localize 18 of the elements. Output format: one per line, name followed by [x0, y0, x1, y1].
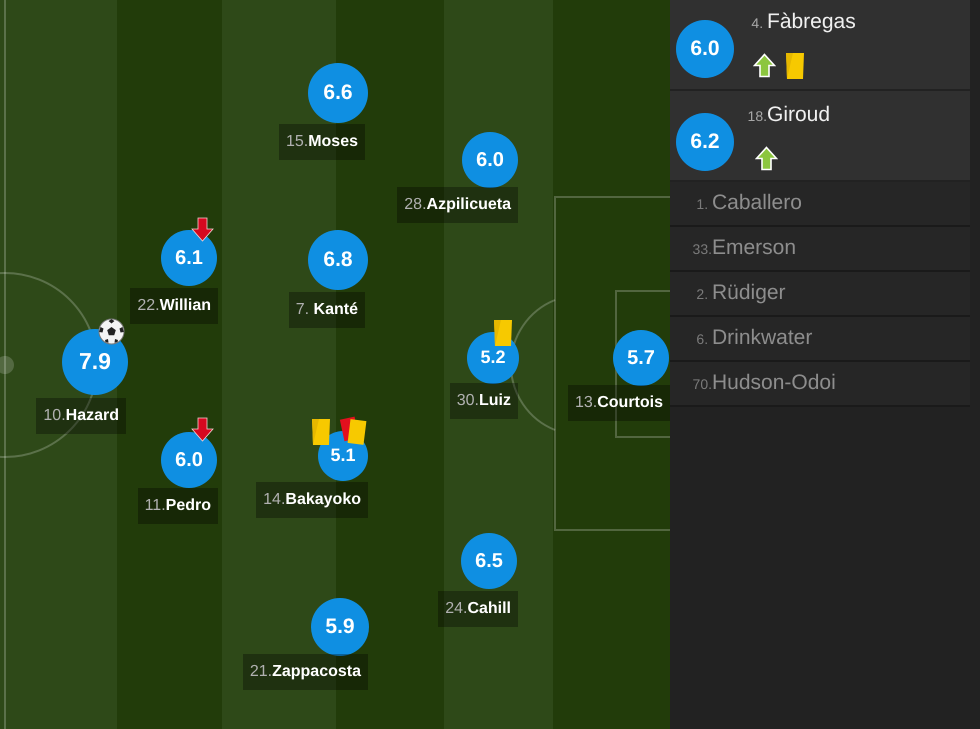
player-name: 28.Azpilicueta: [397, 187, 518, 223]
substitute-name: 70.Hudson-Odoi: [692, 371, 836, 396]
player-name: 24.Cahill: [438, 591, 518, 627]
player-name: 10.Hazard: [36, 398, 126, 434]
player-name: 22.Willian: [130, 288, 218, 324]
player-name: 15.Moses: [278, 124, 365, 160]
player-name: 7. Kanté: [288, 292, 365, 328]
player-name: 30.Luiz: [450, 383, 518, 419]
player-name: 4. Fàbregas: [750, 10, 856, 35]
substitute-name: 6. Drinkwater: [695, 326, 812, 351]
player-name: 18.Giroud: [746, 103, 830, 128]
player-name: 11.Pedro: [138, 488, 218, 524]
substitute-name: 33.Emerson: [692, 236, 796, 261]
player-name: 13.Courtois: [568, 385, 670, 421]
substitute-name: 1. Caballero: [695, 191, 802, 216]
player-name: 21.Zappacosta: [242, 654, 368, 690]
player-name: 14.Bakayoko: [256, 482, 368, 518]
substitute-name: 2. Rüdiger: [695, 281, 786, 306]
